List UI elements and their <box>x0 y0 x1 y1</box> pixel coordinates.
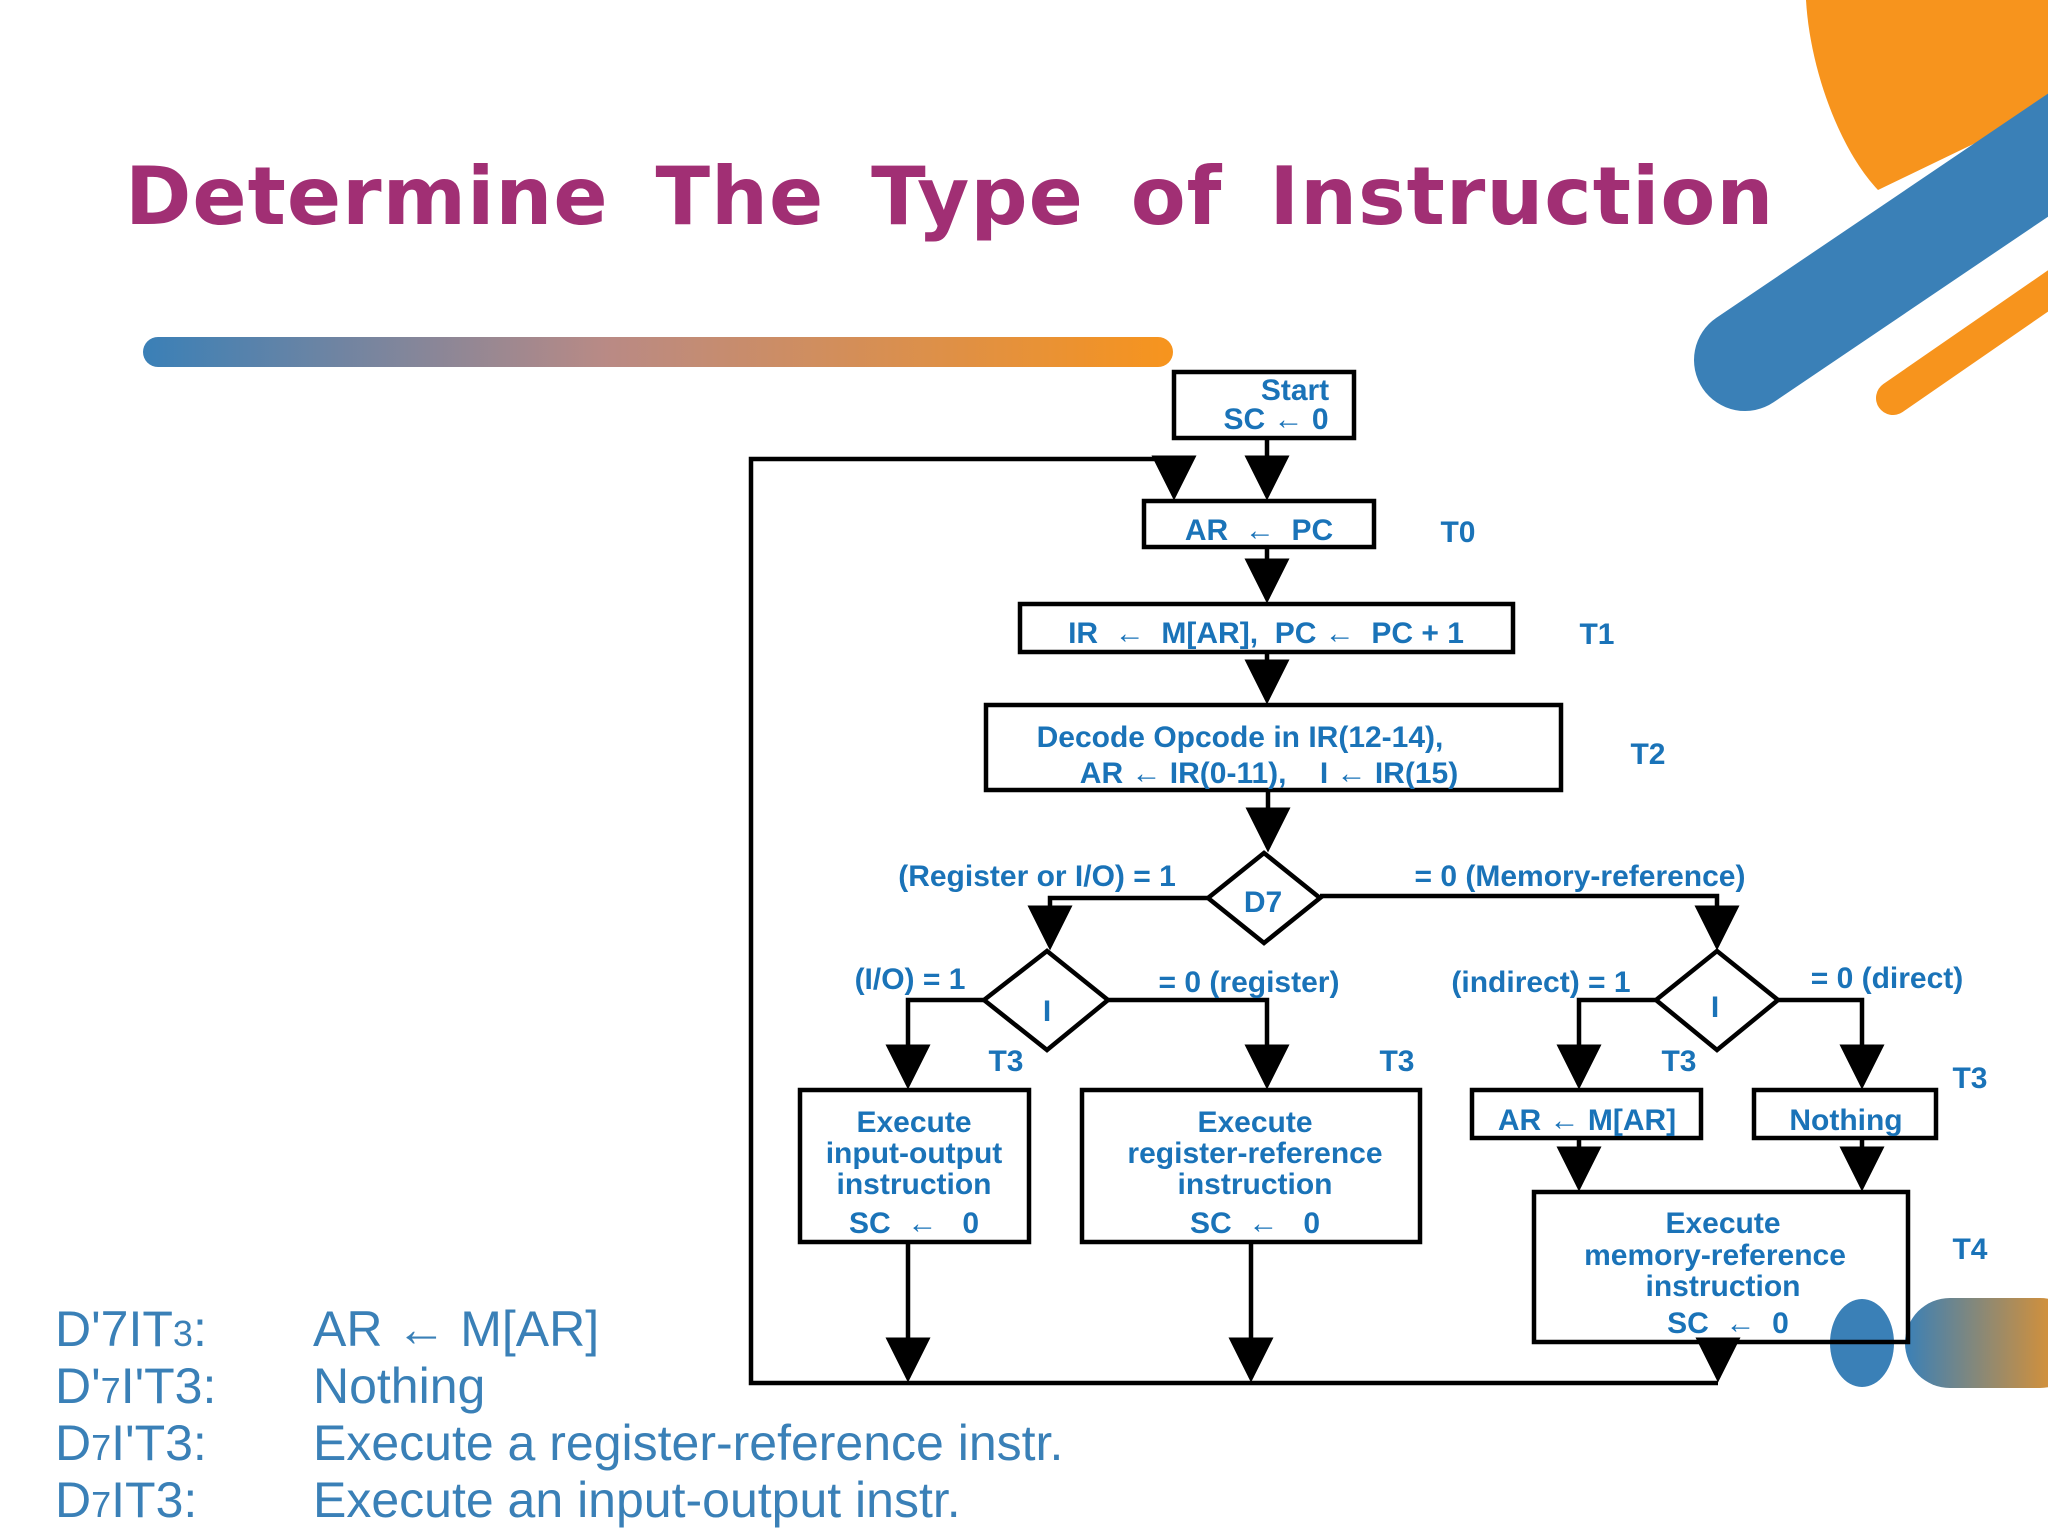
arrow-io-branch <box>885 997 984 1090</box>
i-left-io-branch-label: (I/O) = 1 <box>855 963 966 996</box>
execute-register-line4: SC ← 0 <box>1190 1207 1320 1240</box>
arrow-direct-branch <box>1778 997 1885 1090</box>
timing-t3-direct: T3 <box>1952 1062 1987 1095</box>
start-label: Start <box>1261 374 1329 407</box>
timing-t1: T1 <box>1579 618 1614 651</box>
gradient-pill-shape <box>1905 1298 2048 1388</box>
ar-pc-label: AR ← PC <box>1185 514 1333 547</box>
legend-condition: D'7IT3: <box>55 1301 207 1357</box>
decode-label-line1: Decode Opcode in IR(12-14), <box>1037 721 1444 754</box>
execute-io-box <box>797 1087 1032 1245</box>
i-right-indirect-branch-label: (indirect) = 1 <box>1451 966 1630 999</box>
i-left-register-branch-label: = 0 (register) <box>1159 966 1340 999</box>
execute-memory-line2: memory-reference <box>1584 1239 1846 1272</box>
execute-memory-line4: SC ← 0 <box>1667 1307 1789 1340</box>
execute-io-line4: SC ← 0 <box>849 1207 979 1240</box>
orange-corner-shape <box>1806 0 2048 190</box>
decode-label-line2: AR ← IR(0-11), I ← IR(15) <box>1080 757 1458 790</box>
legend-action: Nothing <box>313 1358 486 1414</box>
i-right-direct-branch-label: = 0 (direct) <box>1811 962 1964 995</box>
blue-diagonal-stripe <box>1694 93 2048 411</box>
legend-row: D'7I'T3: Nothing <box>55 1360 1063 1417</box>
legend-action: AR ← M[AR] <box>313 1301 600 1357</box>
execute-memory-line3: instruction <box>1646 1270 1801 1303</box>
nothing-box <box>1751 1087 1939 1141</box>
page-title: Determine The Type of Instruction <box>125 150 1775 243</box>
timing-t3-indirect: T3 <box>1661 1045 1696 1078</box>
arrow-register-branch <box>1108 997 1290 1090</box>
d7-left-branch-label: (Register or I/O) = 1 <box>898 860 1176 893</box>
legend-row: D7I'T3: Execute a register-reference ins… <box>55 1417 1063 1474</box>
d7-label: D7 <box>1244 886 1282 919</box>
execute-memory-line1: Execute <box>1665 1207 1780 1240</box>
orange-diagonal-stripe <box>1876 270 2048 415</box>
legend-action: Execute an input-output instr. <box>313 1472 961 1528</box>
title-underline-bar <box>143 337 1173 367</box>
ar-mar-box <box>1469 1087 1704 1141</box>
nothing-label: Nothing <box>1789 1104 1902 1137</box>
start-box <box>1171 369 1357 441</box>
execute-io-line2: input-output <box>826 1137 1003 1170</box>
legend-condition: D7IT3: <box>55 1472 198 1528</box>
i-left-label: I <box>1043 995 1051 1028</box>
timing-t2: T2 <box>1630 738 1665 771</box>
legend-action: Execute a register-reference instr. <box>313 1415 1064 1471</box>
d7-decision-diamond <box>1204 850 1324 946</box>
execute-register-line2: register-reference <box>1127 1137 1382 1170</box>
legend-row: D'7IT3: AR ← M[AR] <box>55 1303 1063 1360</box>
timing-t4: T4 <box>1952 1233 1987 1266</box>
return-loop-line <box>748 455 1718 1386</box>
arrow-d7-right-branch <box>1320 893 1740 951</box>
execute-register-line3: instruction <box>1178 1168 1333 1201</box>
timing-t3-io: T3 <box>988 1045 1023 1078</box>
decode-box <box>983 702 1564 793</box>
execute-register-line1: Execute <box>1197 1106 1312 1139</box>
arrow-indirect-branch <box>1556 997 1656 1090</box>
execute-io-line3: instruction <box>837 1168 992 1201</box>
i-decision-right-diamond <box>1652 948 1782 1053</box>
ar-pc-box <box>1141 498 1377 550</box>
ar-mar-label: AR ← M[AR] <box>1498 1104 1676 1137</box>
ir-fetch-label: IR ← M[AR], PC ← PC + 1 <box>1068 617 1464 650</box>
start-sc-label: SC ← 0 <box>1223 403 1328 436</box>
d7-right-branch-label: = 0 (Memory-reference) <box>1415 860 1746 893</box>
i-decision-left-diamond <box>980 948 1112 1053</box>
condition-legend: D'7IT3: AR ← M[AR] D'7I'T3: Nothing D7I'… <box>55 1303 1063 1531</box>
legend-condition: D'7I'T3: <box>55 1358 217 1414</box>
timing-t3-register: T3 <box>1379 1045 1414 1078</box>
execute-io-line1: Execute <box>856 1106 971 1139</box>
timing-t0: T0 <box>1440 516 1475 549</box>
legend-condition: D7I'T3: <box>55 1415 207 1471</box>
i-right-label: I <box>1711 991 1719 1024</box>
arrow-d7-left-branch <box>1027 895 1208 951</box>
legend-row: D7IT3: Execute an input-output instr. <box>55 1474 1063 1531</box>
